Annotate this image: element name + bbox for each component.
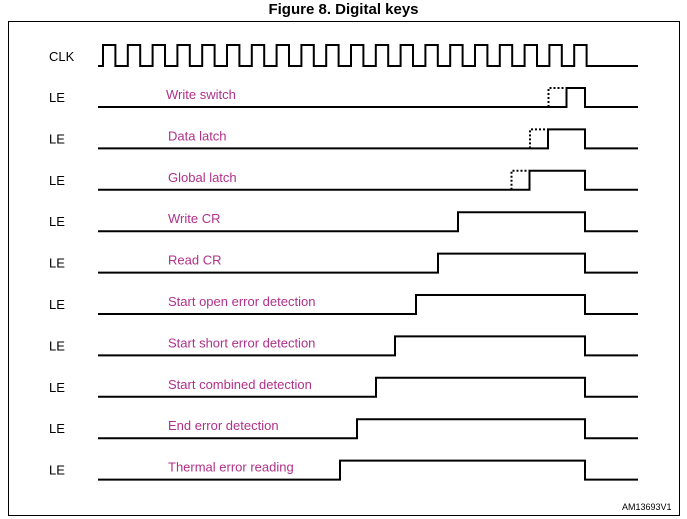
le-row: LE Write CR bbox=[49, 211, 638, 233]
le-waveform bbox=[98, 376, 638, 398]
signal-label: LE bbox=[49, 297, 65, 312]
figure-reference: AM13693V1 bbox=[622, 502, 672, 512]
key-label: Write switch bbox=[166, 87, 236, 102]
signal-label: LE bbox=[49, 173, 65, 188]
le-waveform bbox=[98, 459, 638, 481]
signal-label: LE bbox=[49, 256, 65, 271]
clk-waveform bbox=[98, 44, 638, 67]
key-label: Start open error detection bbox=[168, 294, 315, 309]
signal-label: LE bbox=[49, 421, 65, 436]
le-row: LE End error detection bbox=[49, 418, 638, 440]
le-row: LE Start short error detection bbox=[49, 335, 638, 357]
le-waveform bbox=[98, 294, 638, 315]
le-waveform bbox=[98, 211, 638, 233]
key-label: Data latch bbox=[168, 128, 227, 143]
le-waveform bbox=[98, 335, 638, 357]
key-label: Global latch bbox=[168, 170, 237, 185]
le-waveform bbox=[98, 418, 638, 440]
le-row: LE Global latch bbox=[49, 169, 638, 191]
signal-label: LE bbox=[49, 214, 65, 229]
le-waveform bbox=[98, 128, 638, 150]
clk-row: CLK bbox=[49, 44, 638, 67]
key-label: Write CR bbox=[168, 211, 220, 226]
le-waveform bbox=[98, 169, 638, 191]
figure-title: Figure 8. Digital keys bbox=[268, 1, 419, 18]
setup-dotted-edge bbox=[529, 128, 548, 149]
le-row: LE Start combined detection bbox=[49, 376, 638, 398]
key-label: Start short error detection bbox=[168, 335, 315, 350]
clk-label: CLK bbox=[49, 49, 75, 64]
key-label: Start combined detection bbox=[168, 377, 312, 392]
key-label: End error detection bbox=[168, 418, 279, 433]
le-row: LE Start open error detection bbox=[49, 294, 638, 315]
le-row: LE Data latch bbox=[49, 128, 638, 150]
key-label: Thermal error reading bbox=[168, 460, 294, 475]
le-waveform bbox=[98, 252, 638, 274]
signal-label: LE bbox=[49, 338, 65, 353]
le-row: LE Read CR bbox=[49, 252, 638, 274]
setup-dotted-edge bbox=[547, 87, 567, 107]
signal-label: LE bbox=[49, 463, 65, 478]
setup-dotted-edge bbox=[510, 169, 530, 190]
signal-label: LE bbox=[49, 90, 65, 105]
le-row: LE Thermal error reading bbox=[49, 459, 638, 481]
le-waveform bbox=[98, 87, 638, 108]
signal-label: LE bbox=[49, 131, 65, 146]
signal-label: LE bbox=[49, 380, 65, 395]
le-row: LE Write switch bbox=[49, 87, 638, 108]
diagram-frame bbox=[8, 21, 680, 516]
key-label: Read CR bbox=[168, 253, 221, 268]
